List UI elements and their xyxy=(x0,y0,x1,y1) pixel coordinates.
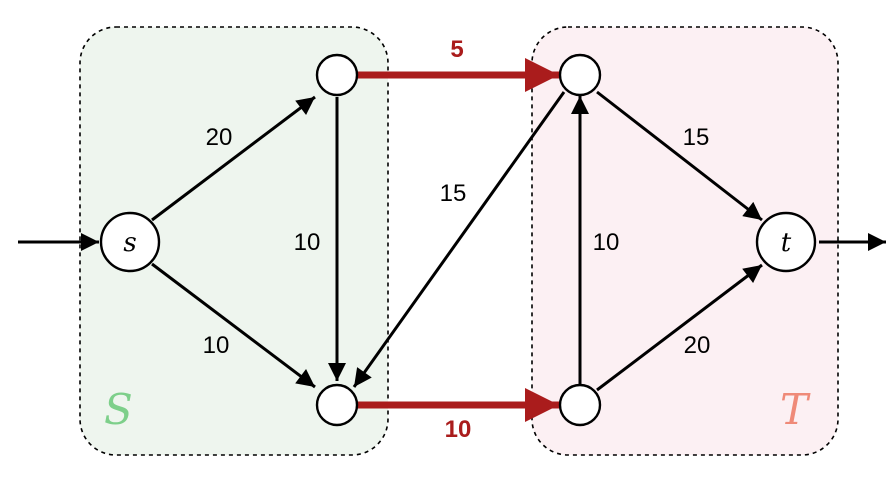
capacity-c-to-t: 15 xyxy=(683,124,710,151)
source-node-label: s xyxy=(123,228,136,258)
edge-c-to-b xyxy=(352,91,566,388)
capacity-d-to-t: 20 xyxy=(684,332,711,359)
source-node xyxy=(99,211,161,273)
node-d xyxy=(558,383,602,427)
region-s-label: S xyxy=(104,385,133,434)
edge-d-to-t xyxy=(596,263,763,392)
capacity-d-to-c: 10 xyxy=(593,229,620,256)
node-c xyxy=(558,53,602,97)
node-b xyxy=(315,383,359,427)
edge-s-to-a xyxy=(151,95,316,222)
sink-node xyxy=(755,211,817,273)
capacity-c-to-b: 15 xyxy=(440,180,467,207)
node-a xyxy=(315,53,359,97)
region-s xyxy=(79,26,389,456)
capacity-b-to-d: 10 xyxy=(445,416,472,443)
capacity-s-to-a: 20 xyxy=(206,124,233,151)
edge-s-to-b xyxy=(151,262,316,389)
region-t xyxy=(531,26,839,456)
region-t-label: T xyxy=(780,385,811,434)
capacity-s-to-b: 10 xyxy=(203,332,230,359)
capacity-a-to-c: 5 xyxy=(450,36,463,63)
sink-node-label: t xyxy=(781,228,792,258)
capacity-a-to-b: 10 xyxy=(294,229,321,256)
edge-c-to-t xyxy=(596,90,763,222)
